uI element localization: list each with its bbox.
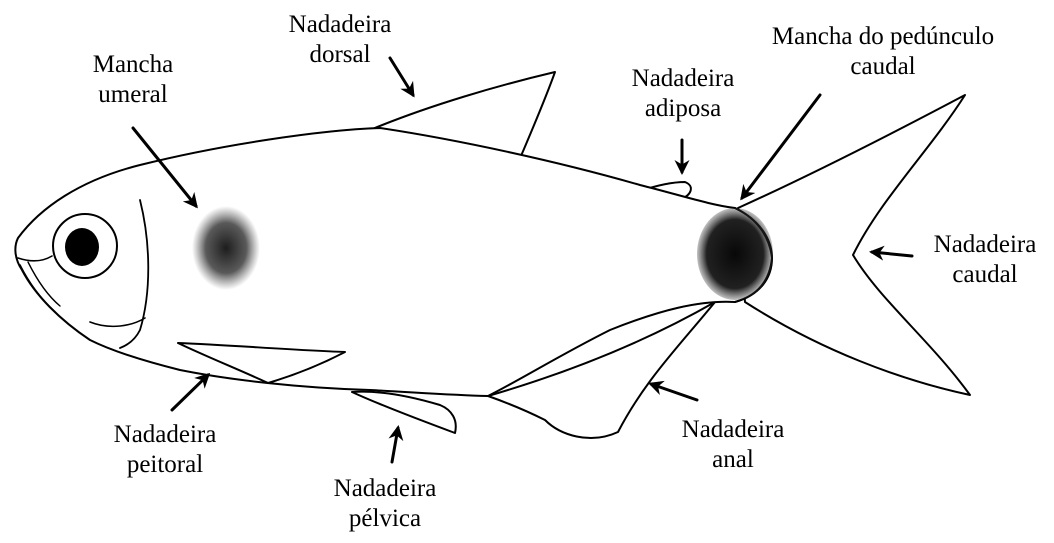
- label-dorsal-fin: Nadadeira dorsal: [275, 10, 405, 70]
- label-caudal-fin: Nadadeira caudal: [920, 230, 1050, 290]
- caudal-peduncle-spot: [697, 208, 773, 300]
- humeral-spot: [192, 206, 260, 290]
- label-caudal-peduncle-spot: Mancha do pedúnculo caudal: [733, 22, 1033, 82]
- arrow-anal: [651, 384, 697, 400]
- label-humeral-spot: Mancha umeral: [78, 50, 188, 110]
- arrow-pelvic: [392, 428, 398, 462]
- label-anal-fin: Nadadeira anal: [668, 415, 798, 475]
- arrow-pectoral: [172, 375, 208, 410]
- eye-pupil: [65, 228, 99, 266]
- arrow-caudal-fin: [872, 252, 912, 256]
- pelvic-fin: [352, 392, 456, 433]
- label-pelvic-fin: Nadadeira pélvica: [320, 474, 450, 534]
- label-pectoral-fin: Nadadeira peitoral: [100, 420, 230, 480]
- label-adipose-fin: Nadadeira adiposa: [618, 64, 748, 124]
